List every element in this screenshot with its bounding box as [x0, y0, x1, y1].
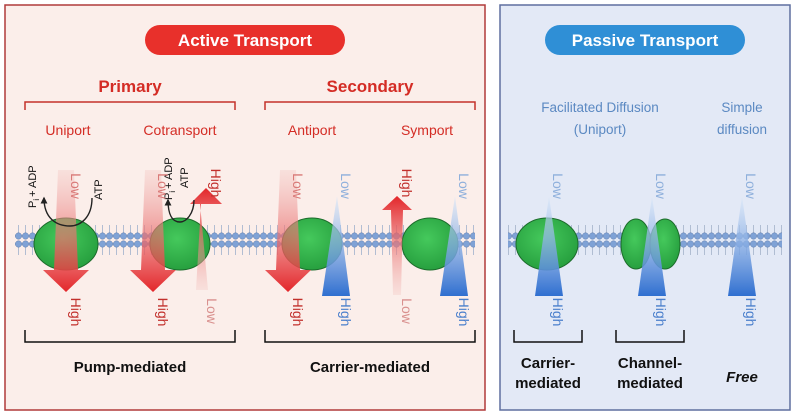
cotransport-pi-adp: Pi+ ADP [163, 157, 177, 200]
carrier-low-word: Low [550, 173, 566, 200]
carrier-mediated-bracket [264, 330, 476, 343]
symport-low-word: Low [399, 298, 415, 325]
channel-blue-arrow [638, 196, 666, 296]
antiport-blue-arrow [322, 196, 350, 296]
primary-label: Primary [98, 77, 162, 96]
symport-blue-arrow [440, 196, 468, 296]
cotransport-up-arrow [190, 188, 222, 290]
simple-high-word: High [743, 298, 759, 327]
channel-high-word: High [653, 298, 669, 327]
antiport-blue-low-word: Low [338, 173, 354, 200]
passive-carrier-bracket [513, 330, 583, 343]
uniport-high-word: High [68, 298, 84, 327]
cotransport-atp-curve [164, 198, 195, 223]
antiport-label: Antiport [288, 122, 336, 138]
passive-carrier-label: Carrier- [521, 355, 575, 372]
passive-panel [499, 4, 791, 411]
channel-label: Channel- [618, 355, 682, 372]
free-label: Free [726, 369, 758, 386]
uniport-red-arrow [43, 170, 89, 292]
cotransport-high-word: High [155, 298, 171, 327]
symport-label: Symport [401, 122, 453, 138]
passive-title: Passive Transport [572, 31, 719, 50]
channel-bracket [615, 330, 685, 343]
active-title-pill [145, 25, 345, 55]
uniport-label: Uniport [45, 122, 90, 138]
antiport-blue-high-word: High [338, 298, 354, 327]
cotransport-atp: ATP [179, 167, 191, 188]
passive-carrier-sublabel: mediated [515, 375, 581, 392]
channel-sublabel: mediated [617, 375, 683, 392]
simple-diffusion-label: Simple [721, 100, 762, 115]
uniport-low-word: Low [68, 173, 84, 200]
uniport-atp: ATP [93, 179, 105, 200]
passive-carrier-blue-arrow [535, 196, 563, 296]
uniport-atp-curve [40, 196, 93, 227]
facilitated-diffusion-label: Facilitated Diffusion [541, 100, 659, 115]
antiport-low-word: Low [290, 173, 306, 200]
secondary-bracket [264, 101, 476, 110]
cotransport-red-arrow [130, 170, 176, 292]
cotransport-low-word: Low [155, 173, 171, 200]
simple-low-word: Low [743, 173, 759, 200]
antiport-red-arrow [265, 170, 311, 292]
uniport-pi-adp: Pi+ ADP [27, 165, 41, 208]
cotransport-up-high-word: High [208, 169, 224, 198]
pump-mediated-bracket [24, 330, 236, 343]
simple-diffusion-sublabel: diffusion [717, 122, 767, 137]
cotransport-up-low-word: Low [204, 298, 220, 325]
carrier-mediated-label: Carrier-mediated [310, 359, 430, 376]
facilitated-diffusion-sublabel: (Uniport) [574, 122, 627, 137]
channel-low-word: Low [653, 173, 669, 200]
symport-red-arrow [382, 196, 412, 295]
cotransport-label: Cotransport [143, 122, 216, 138]
carrier-high-word: High [550, 298, 566, 327]
active-title: Active Transport [178, 31, 312, 50]
primary-bracket [24, 101, 236, 110]
active-panel [4, 4, 486, 411]
symport-blue-high-word: High [456, 298, 472, 327]
symport-blue-low-word: Low [456, 173, 472, 200]
symport-high-word: High [399, 169, 415, 198]
simple-diffusion-blue-arrow [728, 196, 756, 296]
secondary-label: Secondary [327, 77, 414, 96]
passive-title-pill [545, 25, 745, 55]
pump-mediated-label: Pump-mediated [74, 359, 187, 376]
antiport-high-word: High [290, 298, 306, 327]
